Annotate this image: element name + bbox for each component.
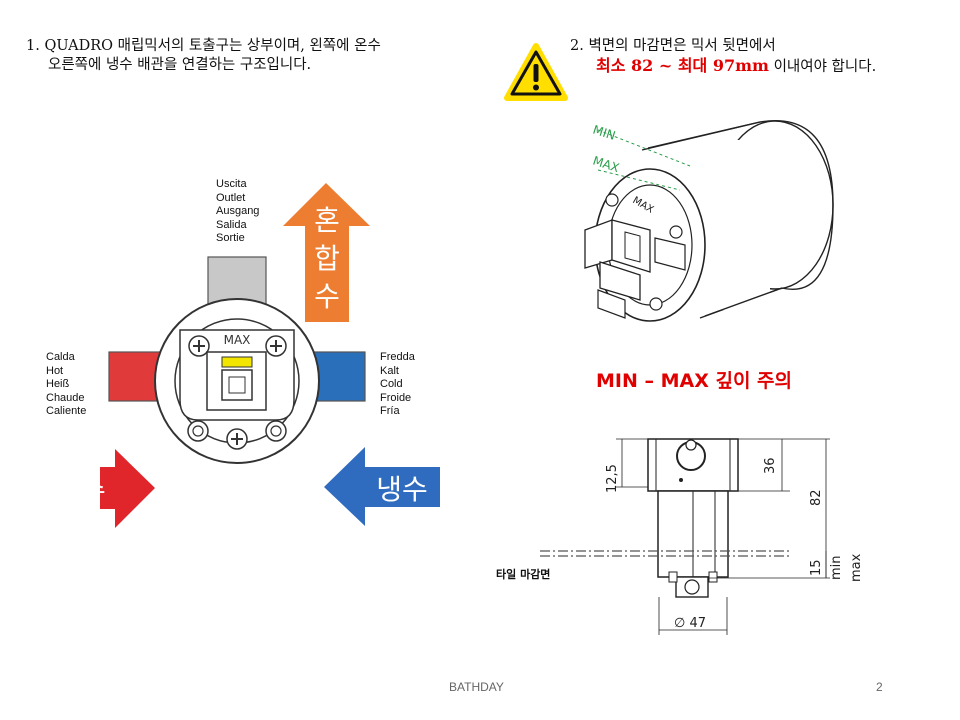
cold-label-en: Cold — [380, 378, 403, 391]
footer-brand: BATHDAY — [449, 680, 504, 694]
mixed-arrow-icon — [283, 183, 370, 322]
tile-finish-label: 타일 마감면 — [496, 567, 550, 581]
cold-arrow-icon — [324, 447, 440, 526]
dim-12-5: 12,5 — [605, 464, 620, 493]
screw-icon — [265, 335, 287, 357]
hot-arrow-icon — [100, 449, 155, 528]
hot-arrow-label: 온수 — [100, 474, 106, 507]
mixed-label-3: 수 — [314, 280, 340, 313]
outlet-label-de: Ausgang — [216, 205, 260, 218]
cold-label-es: Fría — [380, 405, 400, 418]
screw-icon — [226, 428, 248, 450]
dim-36: 36 — [763, 457, 778, 474]
cold-label-it: Fredda — [380, 351, 415, 363]
cold-label-de: Kalt — [380, 364, 399, 377]
hot-labels: Calda Hot Heiß Chaude Caliente — [46, 351, 86, 419]
depth-range: 최소 82 ~ 최대 97mm — [596, 56, 769, 75]
page-number: 2 — [876, 680, 883, 694]
hot-label-es: Caliente — [46, 405, 87, 418]
hot-label-en: Hot — [46, 364, 64, 377]
note-depth-line1: 2. 벽면의 마감면은 믹서 뒷면에서 — [570, 38, 776, 54]
note-depth: 2. 벽면의 마감면은 믹서 뒷면에서 최소 82 ~ 최대 97mm 이내여야… — [570, 37, 876, 77]
dim-82: 82 — [809, 489, 824, 506]
note-connection-line1: 1. QUADRO 매립믹서의 토출구는 상부이며, 왼쪽에 온수 — [26, 38, 381, 54]
hot-label-it: Calda — [46, 351, 75, 363]
outlet-label-es: Salida — [216, 218, 247, 231]
note-connection-line2: 오른쪽에 냉수 배관을 연결하는 구조입니다. — [48, 57, 312, 73]
outlet-label-it: Uscita — [216, 178, 247, 190]
dim-min: min — [829, 555, 844, 580]
hot-label-fr: Chaude — [46, 391, 85, 404]
valve-max-label: MAX — [224, 333, 251, 347]
note-depth-tail: 이내여야 합니다. — [768, 59, 877, 75]
iso-min-label: MIN — [591, 123, 617, 143]
valve-front-diagram: MAX 혼 합 수 온수 냉수 — [100, 183, 440, 528]
dim-15: 15 — [809, 559, 824, 576]
outlet-label-en: Outlet — [216, 191, 246, 204]
warning-icon — [504, 43, 568, 101]
dimension-drawing: 타일 마감면 12,5 36 82 15 min max ∅ 47 — [496, 438, 864, 635]
cold-labels: Fredda Kalt Cold Froide Fría — [380, 351, 415, 419]
mixed-label-1: 혼 — [314, 204, 340, 237]
note-connection: 1. QUADRO 매립믹서의 토출구는 상부이며, 왼쪽에 온수 오른쪽에 냉… — [26, 37, 381, 75]
dim-47: ∅ 47 — [674, 616, 706, 631]
dim-max: max — [849, 553, 864, 582]
outlet-labels: Uscita Outlet Ausgang Salida Sortie — [216, 178, 259, 246]
mixed-label-2: 합 — [314, 242, 340, 275]
depth-warning-heading: MIN – MAX 깊이 주의 — [596, 370, 793, 392]
hot-label-de: Heiß — [46, 378, 70, 391]
screw-icon — [188, 335, 210, 357]
cold-label-fr: Froide — [380, 391, 412, 404]
outlet-label-fr: Sortie — [216, 232, 245, 245]
cold-arrow-label: 냉수 — [376, 473, 428, 506]
valve-isometric-drawing: MIN MAX MAX — [584, 120, 834, 322]
